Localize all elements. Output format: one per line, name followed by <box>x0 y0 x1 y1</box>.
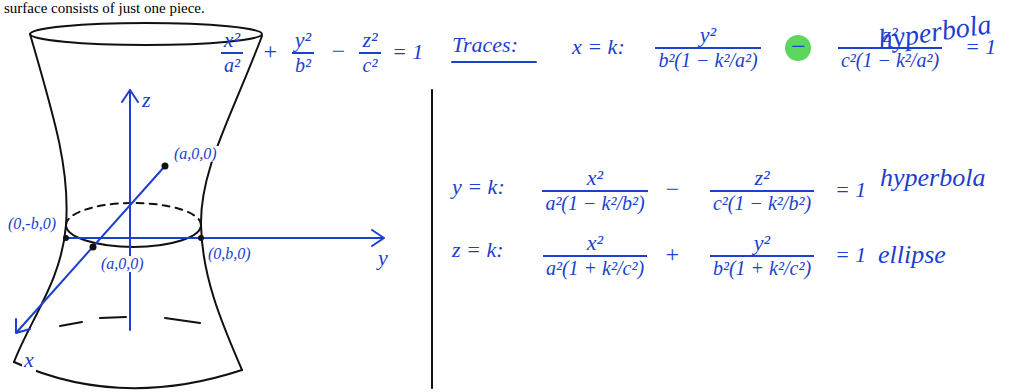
fraction-bar <box>543 255 647 257</box>
math-label: = 1 <box>835 178 866 201</box>
underline <box>452 61 536 63</box>
heading-text: surface consists of just one piece. <box>4 1 205 17</box>
math-label: (0,b,0) <box>206 246 253 263</box>
bottom-rim-front <box>14 362 242 388</box>
numerator: y² <box>700 23 716 46</box>
math-label: (a,0,0) <box>172 146 219 163</box>
z-axis <box>122 90 138 330</box>
denominator: b²(1 + k²/c²) <box>713 258 811 279</box>
math-label: = 1 <box>965 35 996 58</box>
right-outline <box>201 36 262 370</box>
math-label: + <box>664 242 680 267</box>
denominator: a²(1 + k²/c²) <box>546 258 644 279</box>
denominator: b² <box>295 55 311 76</box>
x-axis <box>16 166 165 333</box>
math-label: − <box>664 177 680 202</box>
fraction-bar <box>710 255 814 257</box>
numerator: x² <box>587 166 603 189</box>
math-label: x <box>22 348 36 371</box>
math-label: x = k: <box>572 35 625 58</box>
divider <box>431 90 433 388</box>
math-label: Traces: <box>452 33 518 56</box>
y-axis <box>66 230 384 246</box>
point <box>90 244 97 251</box>
denominator: a²(1 − k²/b²) <box>545 193 644 214</box>
math-label: y <box>376 246 390 269</box>
numerator: x² <box>224 28 240 51</box>
math-label: = 1 <box>835 243 866 266</box>
waist-back <box>66 203 201 225</box>
denominator: c²(1 − k²/a²) <box>841 50 939 71</box>
denominator: c²(1 − k²/b²) <box>713 193 811 214</box>
math-label: z = k: <box>452 238 504 261</box>
point <box>162 163 169 170</box>
denominator: c² <box>363 55 378 76</box>
fraction-bar <box>221 52 243 54</box>
math-label: y = k: <box>452 175 505 198</box>
math-label: + <box>262 39 278 64</box>
fraction-bar <box>710 190 814 192</box>
numerator: z² <box>362 28 377 51</box>
waist-front <box>66 225 201 247</box>
numerator: z² <box>882 23 897 46</box>
left-outline <box>14 34 67 362</box>
point <box>198 235 204 241</box>
math-label: hyperbola <box>880 164 985 191</box>
numerator: x² <box>587 231 603 254</box>
fraction-bar <box>292 52 314 54</box>
math-label: = 1 <box>392 40 423 63</box>
numerator: y² <box>295 28 311 51</box>
fraction-bar <box>359 52 380 54</box>
fraction-bar <box>838 47 942 49</box>
math-label: (0,-b,0) <box>6 216 58 233</box>
math-label: − <box>330 39 346 64</box>
numerator: z² <box>754 166 769 189</box>
math-label: (a,0,0) <box>99 256 146 273</box>
fraction-bar <box>655 47 760 49</box>
math-label: ellipse <box>878 241 946 268</box>
point <box>63 235 69 241</box>
denominator: a² <box>224 55 240 76</box>
denominator: b²(1 − k²/a²) <box>658 50 757 71</box>
fraction-bar <box>542 190 647 192</box>
math-label: − <box>789 33 807 60</box>
numerator: y² <box>754 231 770 254</box>
math-label: z <box>140 88 153 111</box>
